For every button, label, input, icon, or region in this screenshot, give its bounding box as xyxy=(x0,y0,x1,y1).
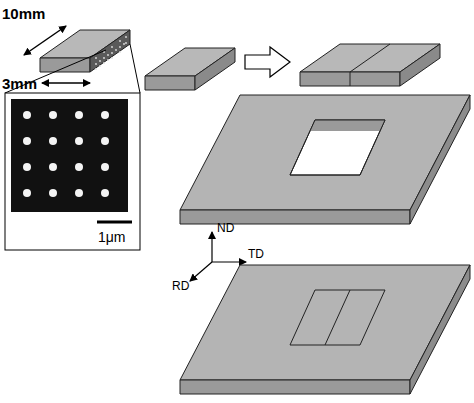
scale-label: 1μm xyxy=(98,230,126,244)
axis-label: ND xyxy=(217,222,234,234)
dimension-label: 10mm xyxy=(2,6,45,21)
scale-bar xyxy=(97,221,132,224)
pore-grid xyxy=(23,111,109,197)
axis-label: TD xyxy=(248,248,264,260)
plate-with-hole xyxy=(180,95,470,224)
width-dimension xyxy=(42,82,90,84)
dimension-label: 3mm xyxy=(2,76,37,91)
bar-one xyxy=(40,30,130,72)
process-arrow xyxy=(245,47,290,77)
plate-with-insert xyxy=(180,265,470,394)
joined-bars xyxy=(300,44,440,86)
length-dimension xyxy=(24,26,66,55)
leader-line xyxy=(130,44,140,93)
micrograph xyxy=(11,99,128,212)
inset-frame xyxy=(5,93,140,250)
axis-label: RD xyxy=(172,280,189,292)
bar-two xyxy=(145,48,235,90)
